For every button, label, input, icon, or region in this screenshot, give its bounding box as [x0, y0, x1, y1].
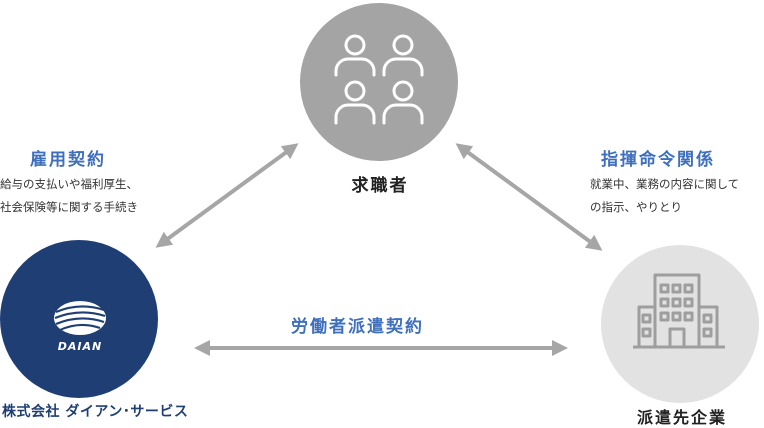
- command-arrow: [455, 143, 603, 251]
- job-seeker-label: 求職者: [351, 176, 409, 196]
- command-title: 指揮命令関係: [601, 150, 715, 170]
- daian-logo-text: DAIAN: [57, 340, 103, 353]
- employment-title: 雇用契約: [30, 150, 106, 170]
- daian-label: 株式会社 ダイアン･サービス: [2, 404, 189, 420]
- command-desc-line-2: の指示、やりとり: [590, 200, 682, 214]
- daian-circle: DAIAN: [0, 240, 158, 398]
- command-desc-line-1: 就業中、業務の内容に関して: [590, 177, 740, 191]
- employment-arrow: [155, 143, 299, 248]
- employment-desc-line-2: 社会保険等に関する手続き: [0, 200, 138, 214]
- client-label: 派遣先企業: [636, 408, 727, 427]
- client-circle: [601, 245, 759, 403]
- command-desc: 就業中、業務の内容に関して の指示、やりとり: [590, 173, 739, 219]
- employment-desc-line-1: 給与の支払いや福利厚生、: [0, 177, 138, 191]
- building-icon: [633, 273, 725, 349]
- dispatch-title: 労働者派遣契約: [291, 317, 424, 337]
- daian-logo-icon: [54, 301, 106, 335]
- people-icon: [334, 34, 424, 125]
- job-seeker-circle: [300, 3, 458, 161]
- employment-desc: 給与の支払いや福利厚生、 社会保険等に関する手続き: [0, 173, 138, 219]
